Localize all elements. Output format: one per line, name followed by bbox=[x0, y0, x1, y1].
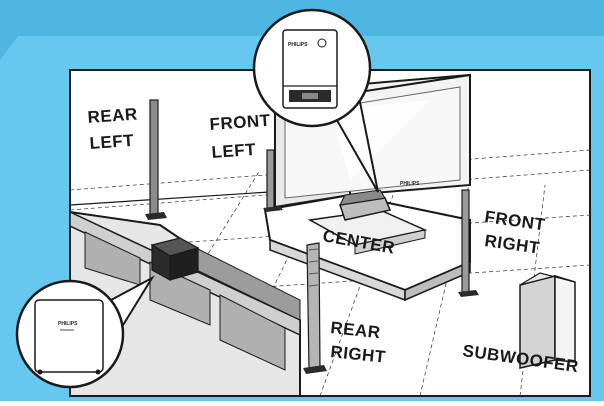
tv-brand: PHILIPS bbox=[400, 181, 420, 187]
front-left-speaker bbox=[263, 149, 283, 212]
label-rear-left-2: LEFT bbox=[89, 131, 135, 153]
callout-brand-top: PHILIPS bbox=[288, 42, 308, 48]
label-front-left-1: FRONT bbox=[209, 111, 271, 134]
subwoofer-near-sofa bbox=[150, 237, 200, 282]
label-front-left-2: LEFT bbox=[211, 140, 257, 162]
subwoofer-unit bbox=[519, 272, 576, 369]
rear-right-speaker bbox=[303, 242, 327, 374]
wall-line bbox=[69, 189, 301, 206]
label-rear-left-1: REAR bbox=[87, 105, 138, 127]
rear-left-speaker bbox=[145, 99, 167, 220]
front-right-speaker bbox=[458, 189, 479, 297]
subwoofer-callout: PHILIPS bbox=[15, 275, 155, 389]
tv-cabinet bbox=[263, 189, 471, 302]
callout-brand-sub: PHILIPS bbox=[58, 321, 78, 327]
center-callout: PHILIPS bbox=[252, 8, 379, 193]
